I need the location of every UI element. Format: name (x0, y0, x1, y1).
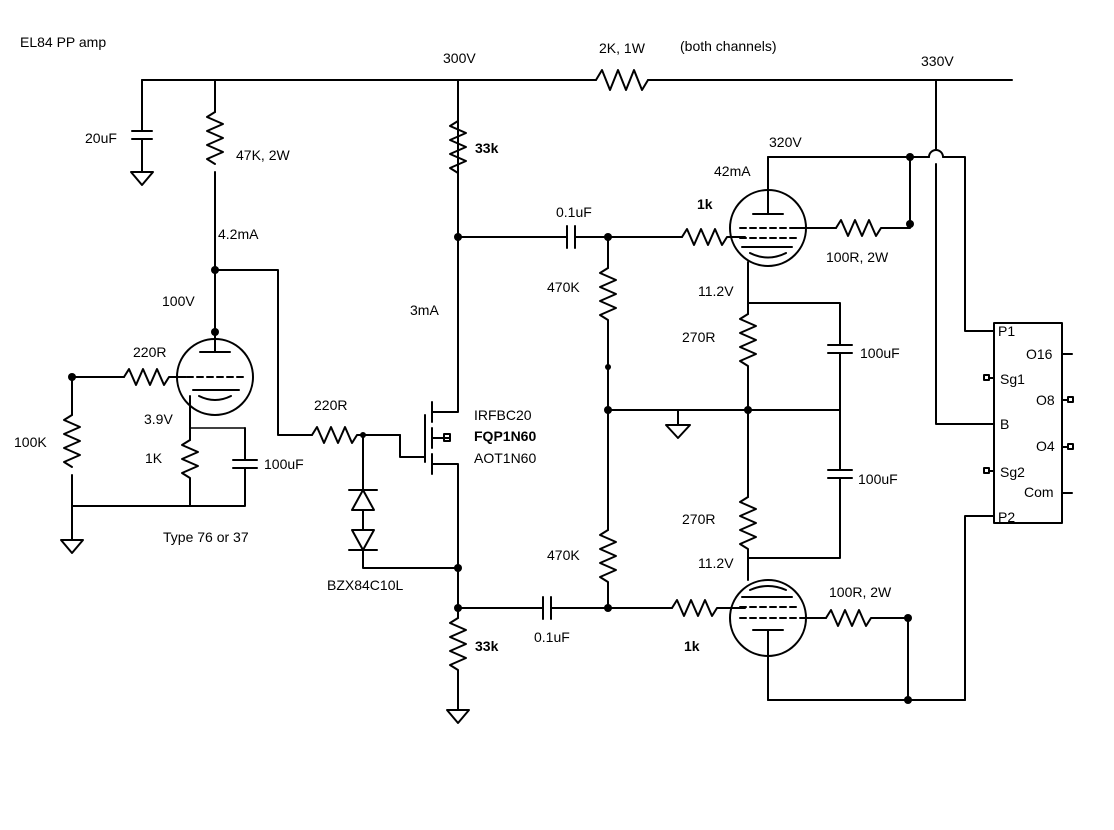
label-470k-lower: 470K (547, 547, 580, 563)
label-sg2: Sg2 (1000, 464, 1025, 480)
label-42ma: 42mA (714, 163, 751, 179)
label-aot1n60: AOT1N60 (474, 450, 536, 466)
resistor-33k-top (449, 79, 467, 238)
label-0-1uf-upper: 0.1uF (556, 204, 592, 220)
label-270r-upper: 270R (682, 329, 715, 345)
label-300v: 300V (443, 50, 476, 66)
label-220r-grid: 220R (133, 344, 166, 360)
label-com: Com (1024, 484, 1054, 500)
resistor-47k (206, 79, 313, 436)
triode-tube (176, 338, 254, 432)
label-o16: O16 (1026, 346, 1053, 362)
center-ground (607, 409, 841, 439)
label-470k-upper: 470K (547, 279, 580, 295)
pentode-upper (729, 156, 911, 304)
label-11-2v-lower: 11.2V (698, 555, 734, 571)
label-tube-type: Type 76 or 37 (163, 529, 249, 545)
label-320v: 320V (769, 134, 802, 150)
label-100uf-lower: 100uF (858, 471, 898, 487)
capacitor-20uf (131, 79, 153, 173)
label-b: B (1000, 416, 1009, 432)
junction-dots (68, 153, 914, 704)
label-4-2ma: 4.2mA (218, 226, 259, 242)
label-270r-lower: 270R (682, 511, 715, 527)
label-o8: O8 (1036, 392, 1055, 408)
label-irfbc20: IRFBC20 (474, 407, 532, 423)
grid-network (60, 368, 191, 554)
pentode-lower (729, 557, 966, 701)
label-fqp1n60: FQP1N60 (474, 428, 536, 444)
label-33k-top: 33k (475, 140, 499, 156)
cathode-network (181, 427, 258, 507)
component-labels: EL84 PP amp 300V 2K, 1W (both channels) … (14, 34, 954, 654)
output-cathode-network (739, 302, 853, 559)
label-o4: O4 (1036, 438, 1055, 454)
grid-stopper-upper (681, 228, 746, 246)
label-0-1uf-lower: 0.1uF (534, 629, 570, 645)
label-47k-2w: 47K, 2W (236, 147, 290, 163)
grid-resistors-470k (599, 236, 617, 609)
label-zener: BZX84C10L (327, 577, 403, 593)
label-100v: 100V (162, 293, 195, 309)
label-100k: 100K (14, 434, 47, 450)
label-both-channels: (both channels) (680, 38, 777, 54)
resistor-33k-bottom (446, 607, 470, 724)
label-100r-lower: 100R, 2W (829, 584, 892, 600)
label-220r-gate: 220R (314, 397, 347, 413)
diagram-title: EL84 PP amp (20, 34, 106, 50)
label-20uf: 20uF (85, 130, 117, 146)
coupling-cap-upper (457, 225, 683, 249)
label-3ma: 3mA (410, 302, 439, 318)
zener-diodes (348, 434, 459, 569)
label-1k-lower: 1k (684, 638, 700, 654)
label-100uf-cathode: 100uF (264, 456, 304, 472)
transformer-wiring (909, 79, 995, 701)
label-1k-cathode: 1K (145, 450, 163, 466)
label-100uf-upper: 100uF (860, 345, 900, 361)
label-2k-1w: 2K, 1W (599, 40, 646, 56)
label-11-2v-upper: 11.2V (698, 283, 734, 299)
label-sg1: Sg1 (1000, 371, 1025, 387)
ground-symbol (130, 171, 154, 186)
label-100r-upper: 100R, 2W (826, 249, 889, 265)
label-3-9v: 3.9V (144, 411, 173, 427)
transformer-labels: P1 Sg1 B Sg2 P2 O16 O8 O4 Com (998, 323, 1055, 525)
label-p2: P2 (998, 509, 1015, 525)
coupling-cap-lower (457, 596, 746, 620)
label-330v: 330V (921, 53, 954, 69)
b-plus-rail (141, 69, 1013, 91)
label-1k-upper: 1k (697, 196, 713, 212)
label-p1: P1 (998, 323, 1015, 339)
output-transformer (983, 322, 1074, 524)
mosfet (424, 79, 459, 609)
gate-resistor (311, 426, 426, 458)
label-33k-bottom: 33k (475, 638, 499, 654)
